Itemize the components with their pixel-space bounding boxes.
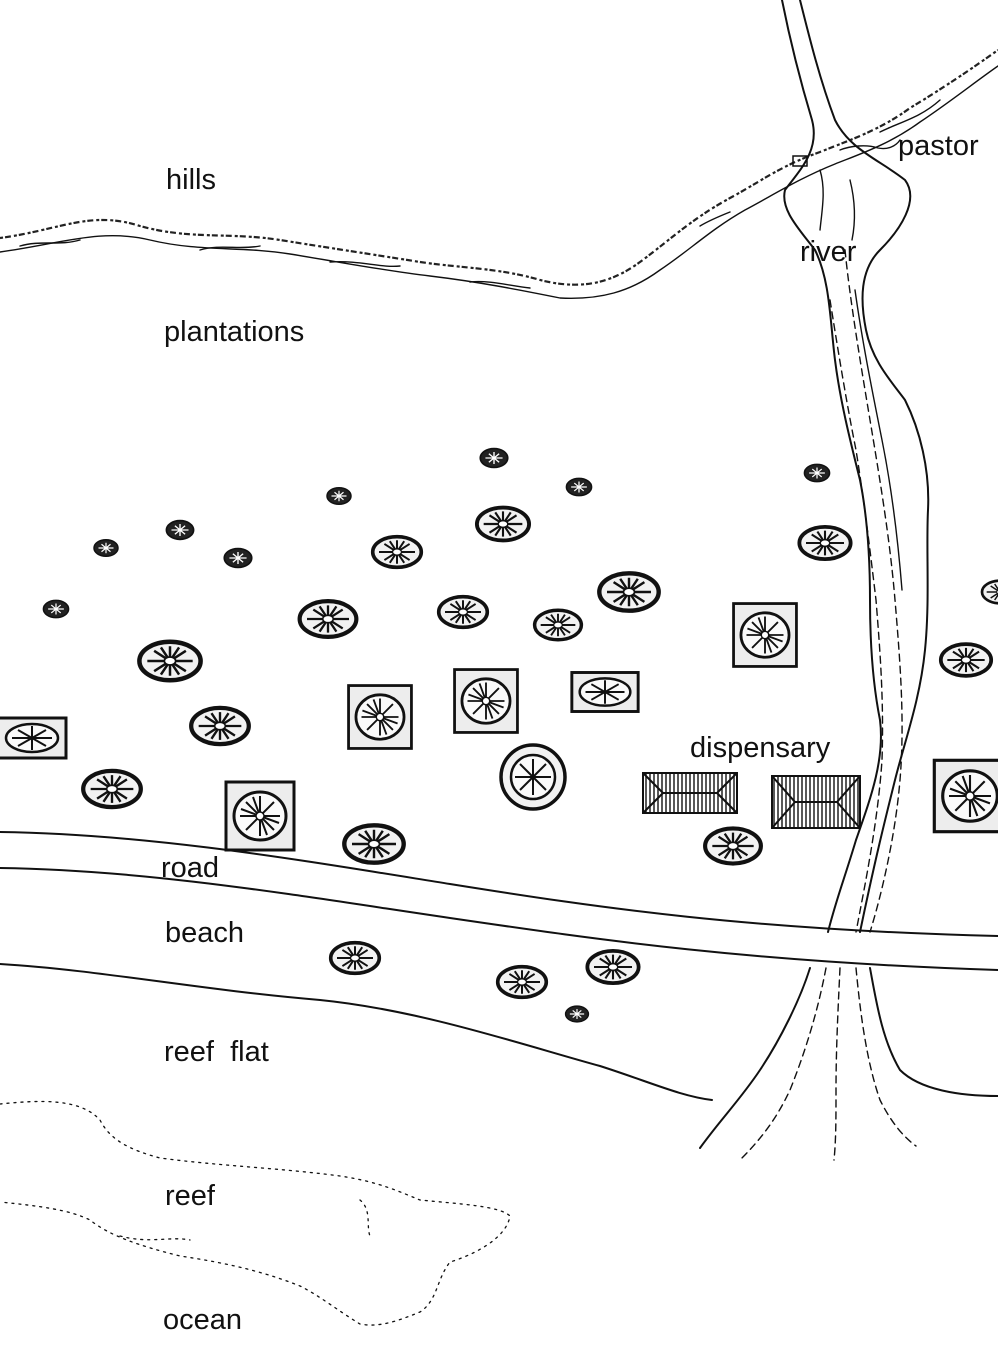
village-huts: [0, 447, 998, 1023]
hut-icon: [705, 828, 761, 863]
hut-icon: [803, 463, 831, 483]
road: [0, 831, 998, 971]
hut-icon: [300, 601, 357, 637]
hut-icon: [328, 940, 382, 976]
hut-icon: [938, 642, 994, 678]
hut-icon: [564, 1005, 590, 1023]
dispensary-buildings: [642, 772, 861, 829]
hut-icon: [982, 581, 998, 604]
hut-icon: [436, 594, 490, 630]
pastor-house: [792, 139, 901, 167]
hut-icon: [495, 964, 549, 1000]
hut-icon: [474, 505, 532, 543]
label-road: road: [161, 852, 220, 884]
building-icon: [642, 772, 738, 814]
hut-icon: [453, 668, 519, 734]
hut-icon: [370, 534, 424, 570]
label-plantations: plantations: [164, 316, 305, 348]
hut-icon: [83, 771, 141, 807]
hut-icon: [346, 683, 414, 751]
hills-ridge: [0, 49, 998, 299]
hut-icon: [732, 602, 798, 668]
label-reef-flat: reef flat: [164, 1036, 269, 1068]
label-river: river: [800, 236, 857, 268]
hut-icon: [139, 642, 200, 681]
hut-icon: [223, 547, 253, 569]
label-hills: hills: [166, 164, 216, 196]
hut-icon: [932, 758, 998, 834]
hut-icon: [93, 538, 119, 558]
hut-icon: [570, 670, 640, 714]
hut-icon: [165, 519, 195, 541]
hut-icon: [224, 780, 296, 852]
building-icon: [771, 775, 861, 829]
label-pastor: pastor: [898, 130, 979, 162]
label-ocean: ocean: [163, 1304, 243, 1336]
shoreline: [0, 963, 713, 1101]
hut-icon: [532, 608, 584, 642]
hut-icon: [797, 524, 853, 562]
hut-icon: [42, 599, 70, 619]
hut-icon: [499, 743, 567, 811]
label-beach: beach: [165, 917, 245, 949]
label-dispensary: dispensary: [690, 732, 831, 764]
hut-icon: [565, 477, 593, 497]
reef-outline: [0, 1100, 511, 1326]
hut-icon: [0, 716, 68, 760]
hut-icon: [344, 825, 403, 862]
hut-icon: [585, 948, 641, 986]
hut-icon: [599, 573, 658, 610]
hut-icon: [191, 708, 249, 744]
river: [699, 0, 998, 1161]
hut-icon: [326, 486, 352, 506]
hut-icon: [479, 447, 509, 469]
label-reef: reef: [165, 1180, 215, 1212]
